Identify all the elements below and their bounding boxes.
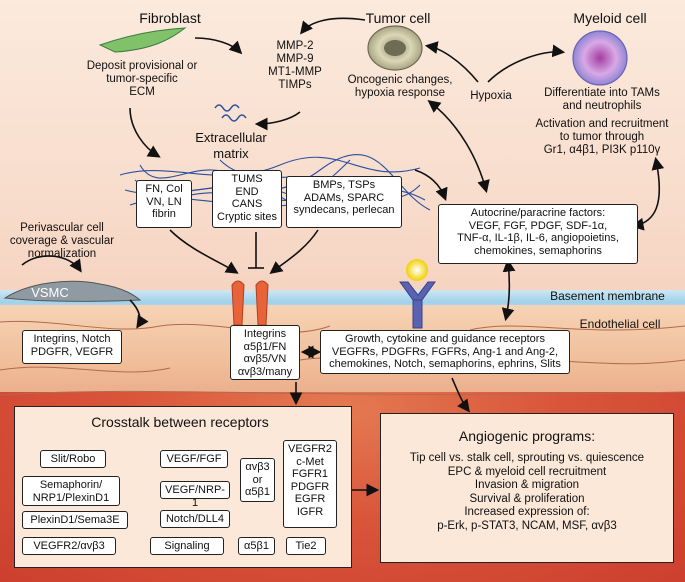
crosstalk-notch-dll4: Notch/DLL4 [160, 510, 230, 528]
crosstalk-title: Crosstalk between receptors [91, 414, 269, 430]
mmp-squiggle [221, 114, 247, 122]
growth-receptor-shape [399, 281, 436, 329]
crosstalk-slit-robo: Slit/Robo [40, 450, 106, 468]
crosstalk-tie2: Tie2 [286, 537, 326, 555]
myeloid-cell-shape [572, 30, 628, 86]
mmp-squiggle [214, 104, 240, 112]
ligand-shape [406, 259, 428, 281]
basement-membrane-label: Basement membrane [550, 289, 665, 303]
crosstalk-a5b1: α5β1 [238, 537, 275, 555]
vsmc-label: VSMC [31, 285, 69, 300]
crosstalk-semaphorin: Semaphorin/ NRP1/PlexinD1 [22, 476, 120, 506]
hypoxia-label: Hypoxia [470, 90, 512, 102]
tumor-nucleus-shape [384, 40, 406, 56]
myeloid-cell-label: Myeloid cell [573, 10, 647, 26]
crosstalk-vegf-nrp1: VEGF/NRP-1 [160, 481, 230, 509]
crosstalk-vegfr2: VEGFR2/αvβ3 [22, 537, 116, 555]
vsmc-shape [3, 280, 142, 302]
angiogenic-title: Angiogenic programs: [458, 428, 596, 444]
crosstalk-signaling: Signaling [150, 537, 224, 555]
crosstalk-vegf-fgf: VEGF/FGF [160, 450, 228, 468]
angiogenic-panel [380, 413, 674, 563]
integrin-receptor-shape [231, 280, 245, 326]
fibroblast-shape [98, 27, 187, 53]
crosstalk-plexind1: PlexinD1/Sema3E [22, 511, 128, 529]
endothelial-cell-label: Endothelial cell [579, 317, 661, 331]
tumor-cell-label: Tumor cell [365, 10, 431, 26]
autocrine-box: Autocrine/paracrine factors:VEGF, FGF, P… [438, 204, 638, 264]
angiogenic-list: Tip cell vs. stalk cell, sprouting vs. q… [409, 452, 645, 532]
fibroblast-label: Fibroblast [139, 10, 201, 26]
tumor-note: Oncogenic changes,hypoxia response [347, 74, 453, 99]
